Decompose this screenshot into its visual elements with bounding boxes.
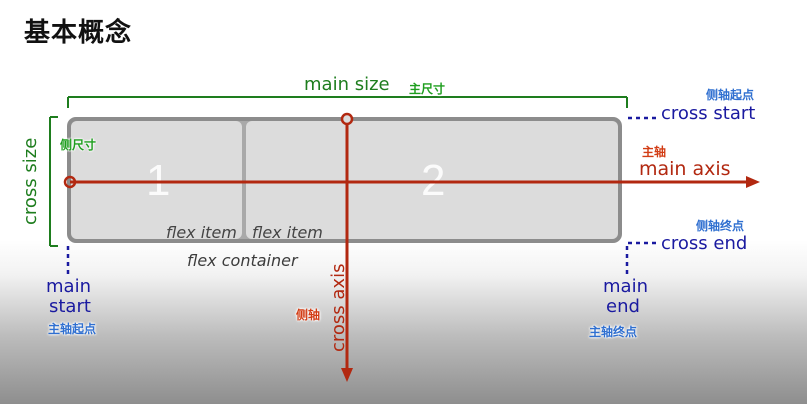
page-title: 基本概念 — [24, 18, 133, 48]
flex-container-label: flex container — [187, 251, 298, 270]
main-start-cn-label: 主轴起点 — [48, 322, 97, 336]
cross-axis-label: cross axis — [328, 263, 349, 352]
flex-item-1-label: flex item — [166, 223, 237, 242]
main-end-cn-label: 主轴终点 — [589, 325, 638, 339]
cross-start-label: cross start — [661, 103, 756, 124]
main-axis-arrow — [63, 175, 760, 189]
main-size-label: main size — [304, 74, 390, 95]
main-axis-label: main axis — [639, 158, 731, 180]
flex-item-2 — [246, 121, 618, 239]
main-size-bracket — [67, 96, 628, 108]
main-end-label-line1: main — [603, 276, 648, 297]
cross-size-cn-label: 侧尺寸 — [60, 138, 97, 152]
cross-end-cn-label: 侧轴终点 — [696, 219, 745, 233]
cross-end-label: cross end — [661, 233, 748, 254]
main-start-label-line1: main — [46, 276, 91, 297]
flex-item-2-label: flex item — [252, 223, 323, 242]
cross-axis-cn-label: 侧轴 — [296, 308, 321, 322]
main-axis-cn-label: 主轴 — [642, 145, 667, 159]
dashed-guides — [66, 116, 656, 276]
main-end-label-line2: end — [606, 296, 640, 317]
cross-axis-arrow — [340, 112, 354, 382]
main-size-cn-label: 主尺寸 — [409, 82, 446, 96]
main-start-label-line2: start — [49, 296, 91, 317]
cross-start-cn-label: 侧轴起点 — [706, 88, 755, 102]
cross-size-bracket — [49, 116, 58, 247]
flex-item-1 — [71, 121, 242, 239]
